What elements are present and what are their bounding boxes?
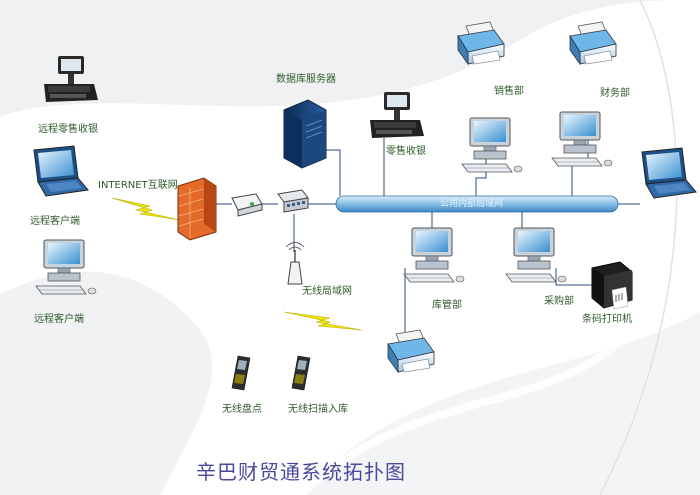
database-server-icon [283, 99, 327, 169]
label-db-server: 数据库服务器 [276, 74, 336, 85]
diagram-title: 辛巴财贸通系统拓扑图 [196, 460, 406, 484]
finance-printer-icon [569, 21, 617, 65]
label-finance: 财务部 [600, 88, 630, 99]
barcode-printer-icon [591, 261, 633, 310]
label-lan: 公司内部局域网 [440, 199, 504, 209]
label-wireless-inventory: 无线盘点 [222, 404, 262, 415]
warehouse-pc-icon [403, 227, 465, 283]
label-internet: INTERNET互联网 [98, 180, 178, 191]
label-wireless-lan: 无线局域网 [302, 286, 352, 297]
wifi-bolt [283, 311, 363, 331]
label-barcode-printer: 条码打印机 [582, 314, 632, 325]
label-purchasing: 采购部 [544, 296, 574, 307]
background-swoosh [0, 271, 213, 495]
label-remote-pos: 远程零售收银 [38, 124, 98, 135]
label-retail-pos: 零售收银 [386, 146, 426, 157]
retail-pos-icon [370, 92, 424, 138]
background-swoosh [0, 0, 669, 117]
wireless-ap-icon [285, 242, 305, 285]
lan-bus [335, 195, 619, 213]
sales-pc-icon [461, 117, 523, 173]
label-remote-client-2: 远程客户端 [34, 314, 84, 325]
firewall-icon [177, 177, 217, 241]
label-wireless-scan-in: 无线扫描入库 [288, 404, 348, 415]
internet-wireless-bolt [111, 197, 181, 221]
remote-client-laptop-icon [33, 145, 89, 197]
finance-pc-icon [551, 111, 613, 167]
warehouse-printer-icon [387, 329, 435, 373]
purchasing-pc-icon [505, 227, 567, 283]
label-sales: 销售部 [494, 86, 524, 97]
label-warehouse: 库管部 [432, 300, 462, 311]
label-remote-client-1: 远程客户端 [30, 216, 80, 227]
scanner-receiving-icon [291, 355, 311, 391]
router-icon [231, 193, 263, 217]
switch-icon [277, 189, 309, 213]
scanner-inventory-icon [231, 355, 251, 391]
